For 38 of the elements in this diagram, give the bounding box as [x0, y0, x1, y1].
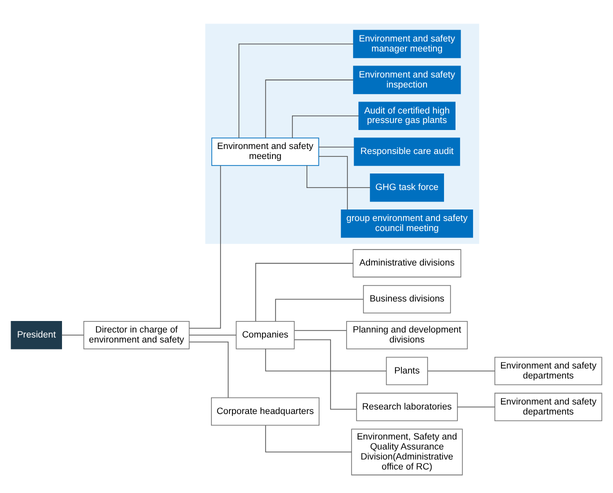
connector	[265, 425, 352, 452]
node-box: Environment and safety departments	[494, 392, 602, 422]
connector	[318, 156, 348, 210]
connector	[292, 115, 360, 138]
node-box: Administrative divisions	[352, 249, 462, 278]
connector	[265, 80, 354, 138]
node-box: Environment and safety manager meeting	[353, 30, 461, 58]
connector	[188, 342, 229, 398]
node-box: Plants	[386, 356, 428, 386]
connector	[188, 334, 236, 336]
node-box: Audit of certified high pressure gas plants	[358, 102, 456, 130]
connector	[255, 262, 354, 322]
node-box: Responsible care audit	[354, 138, 460, 166]
cluster	[205, 24, 480, 244]
connector	[188, 165, 221, 329]
connector	[294, 330, 347, 331]
node-box: Planning and development divisions	[346, 321, 468, 350]
connector	[427, 370, 496, 372]
node-box: President	[10, 321, 62, 350]
node-box: Research laboratories	[356, 392, 458, 422]
connector	[294, 339, 357, 410]
connector	[265, 348, 386, 372]
connector	[238, 44, 354, 138]
connector	[61, 334, 84, 336]
connector	[318, 146, 354, 148]
node-box: Environment, Safety and Quality Assurance Division(Administrative office of RC)	[351, 428, 463, 476]
node-box: group environment and safety council meeting	[340, 209, 474, 238]
node-box: Companies	[236, 321, 295, 350]
connector	[457, 406, 496, 408]
node-box: GHG task force	[370, 174, 444, 202]
node-box: Corporate headquarters	[211, 397, 320, 426]
node-box: Business divisions	[363, 285, 451, 314]
node-box: Environment and safety departments	[494, 356, 602, 386]
connector	[275, 298, 364, 322]
node-box: Director in charge of environment and safety	[83, 321, 190, 350]
connector	[306, 165, 371, 188]
node-box: Environment and safety inspection	[353, 66, 461, 94]
node-box: Environment and safety meeting	[211, 138, 320, 166]
